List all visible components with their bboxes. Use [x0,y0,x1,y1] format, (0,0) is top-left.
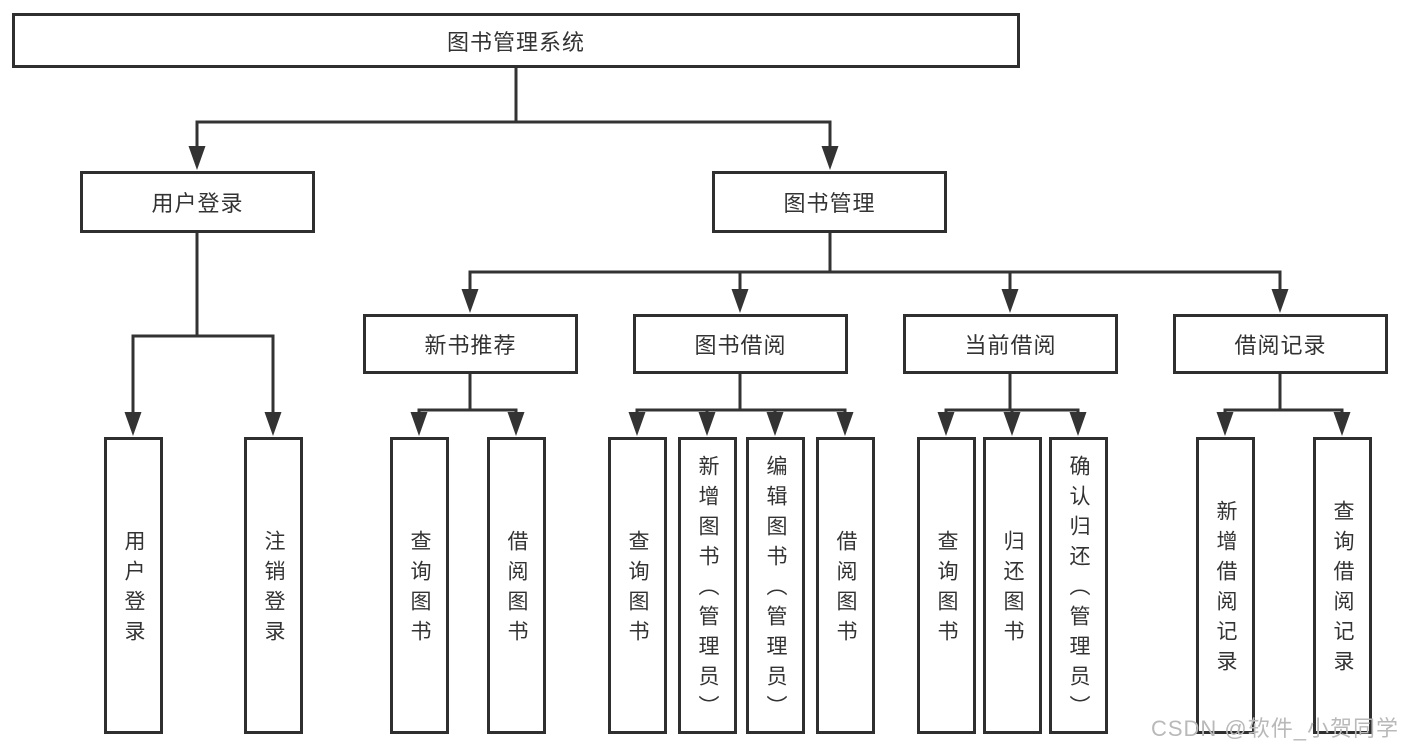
leaf-borrow-query-books: 查询图书 [608,437,667,734]
node-borrowing-records: 借阅记录 [1173,314,1388,374]
connector-records-to-leaves [1223,374,1344,420]
node-label: 查询图书 [408,530,431,650]
leaf-records-query-record: 查询借阅记录 [1313,437,1372,734]
leaf-current-confirm-return-admin: 确认归还（管理员） [1049,437,1108,734]
arrow-down-icon [1271,289,1289,313]
arrow-down-icon [507,412,525,436]
connector-borrow-to-leaves [635,374,847,420]
node-label: 借阅图书 [505,530,528,650]
leaf-user-login: 用户登录 [104,437,163,734]
node-label: 查询图书 [626,530,649,650]
arrow-down-icon [937,412,955,436]
node-label: 归还图书 [1001,530,1024,650]
node-label: 新书推荐 [424,333,517,358]
node-label: 注销登录 [262,530,285,650]
node-label: 图书管理系统 [446,29,585,55]
connector-current-to-leaves [944,374,1080,420]
connector-bookmgmt-to-level3 [468,233,1282,296]
leaf-newbook-query-books: 查询图书 [390,437,449,734]
arrow-down-icon [188,146,206,170]
node-book-management: 图书管理 [712,171,947,233]
node-label: 新增图书（管理员） [696,455,719,725]
node-label: 确认归还（管理员） [1067,455,1090,725]
leaf-current-query-books: 查询图书 [917,437,976,734]
leaf-records-add-record: 新增借阅记录 [1196,437,1255,734]
node-label: 用户登录 [151,191,244,216]
node-library-system: 图书管理系统 [12,13,1020,68]
arrow-down-icon [124,412,142,436]
leaf-current-return-books: 归还图书 [983,437,1042,734]
node-user-login: 用户登录 [80,171,315,233]
csdn-watermark: CSDN @软件_小贺同学 [1150,716,1399,741]
connector-newbook-to-leaves [417,374,518,420]
leaf-borrow-edit-books-admin: 编辑图书（管理员） [746,437,805,734]
arrow-down-icon [628,412,646,436]
arrow-down-icon [461,289,479,313]
node-label: 借阅图书 [834,530,857,650]
arrow-down-icon [1003,412,1021,436]
connector-userlogin-to-leaves [131,233,275,418]
node-book-borrowing: 图书借阅 [633,314,848,374]
arrow-down-icon [410,412,428,436]
leaf-newbook-borrow-books: 借阅图书 [487,437,546,734]
node-label: 查询借阅记录 [1331,500,1354,680]
arrow-down-icon [766,412,784,436]
node-label: 借阅记录 [1234,333,1327,358]
arrow-down-icon [698,412,716,436]
node-label: 用户登录 [122,530,145,650]
arrow-down-icon [836,412,854,436]
leaf-logout: 注销登录 [244,437,303,734]
arrow-down-icon [1069,412,1087,436]
node-label: 当前借阅 [964,333,1057,358]
node-label: 图书管理 [783,191,876,216]
arrow-down-icon [731,289,749,313]
arrow-down-icon [264,412,282,436]
arrow-down-icon [1001,289,1019,313]
leaf-borrow-borrow-books: 借阅图书 [816,437,875,734]
arrow-down-icon [1333,412,1351,436]
connector-root-to-level2 [195,68,832,152]
arrow-down-icon [821,146,839,170]
node-label: 查询图书 [935,530,958,650]
node-new-book-recommend: 新书推荐 [363,314,578,374]
node-label: 图书借阅 [694,333,787,358]
node-label: 编辑图书（管理员） [764,455,787,725]
node-label: 新增借阅记录 [1214,500,1237,680]
node-current-borrowing: 当前借阅 [903,314,1118,374]
arrow-down-icon [1216,412,1234,436]
leaf-borrow-add-books-admin: 新增图书（管理员） [678,437,737,734]
